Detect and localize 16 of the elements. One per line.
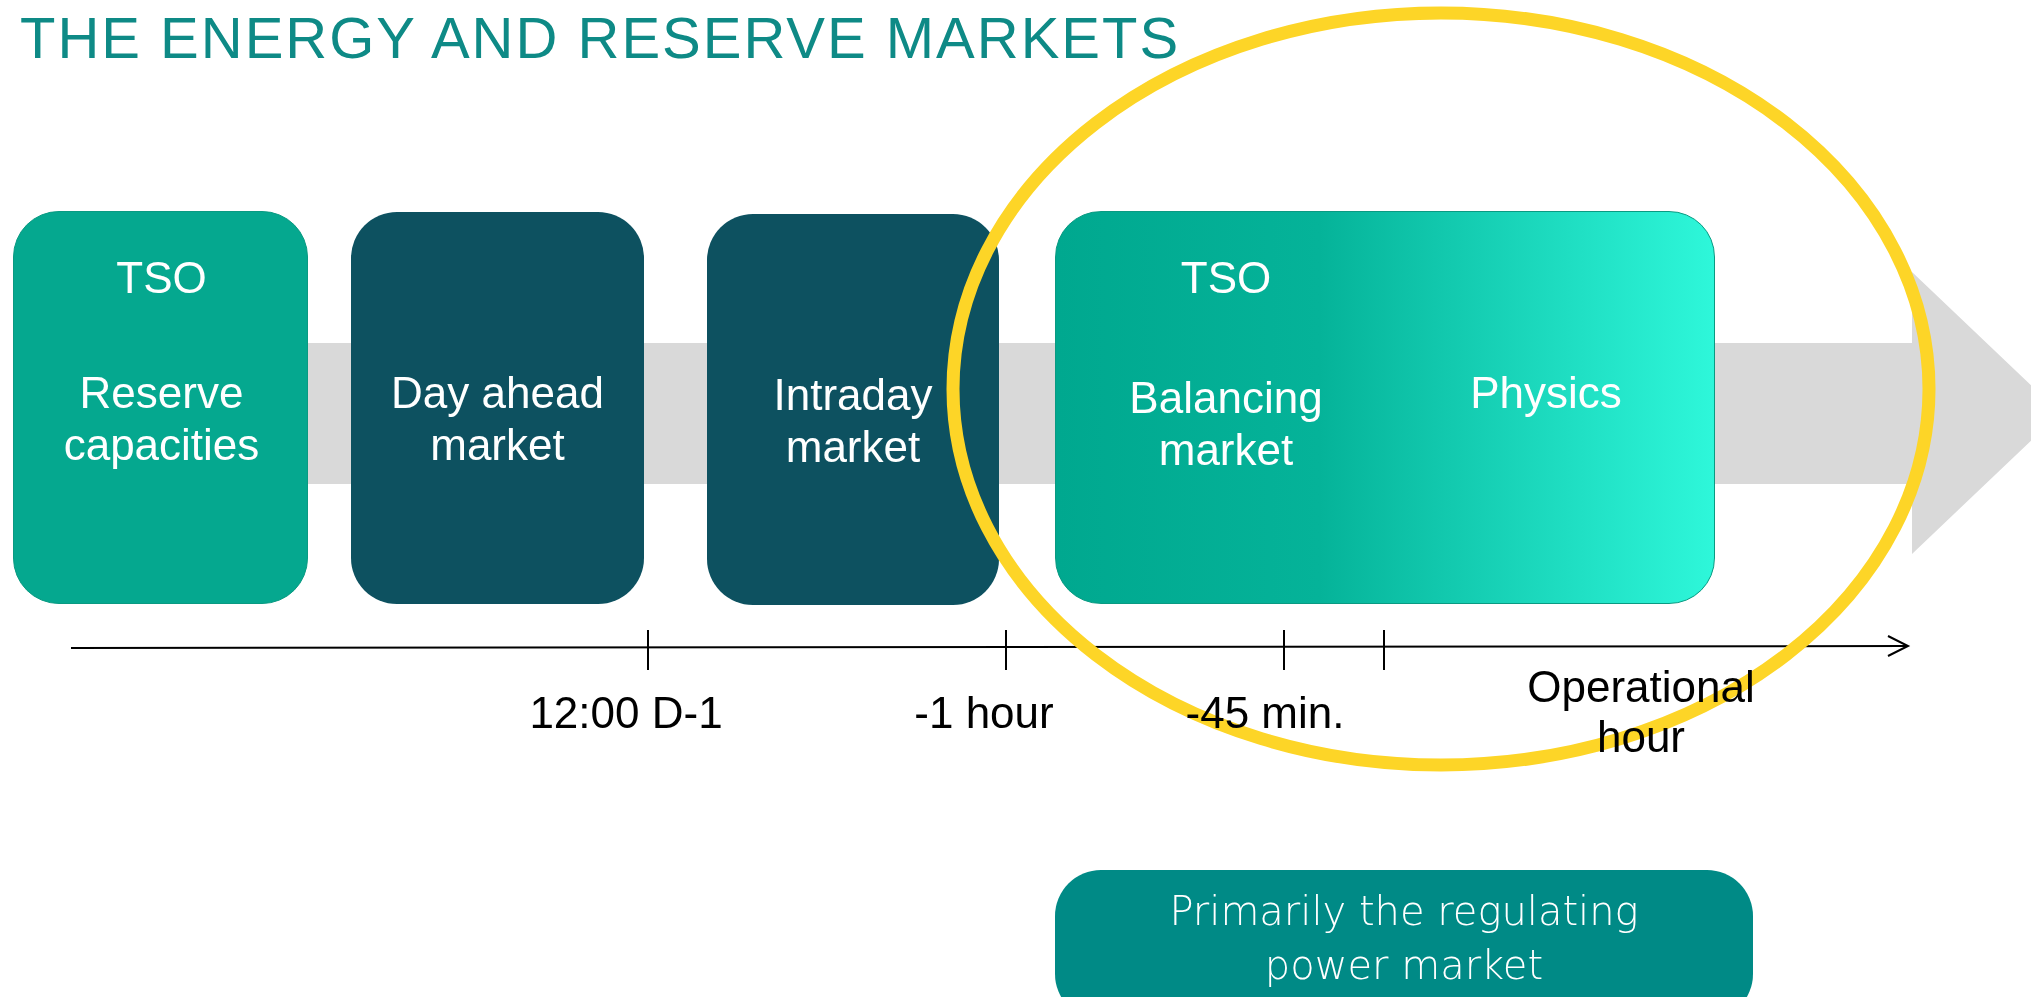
title: THE ENERGY AND RESERVE MARKETS [20,4,1181,71]
actor-label: TSO [115,252,208,304]
market-box [1055,211,1715,604]
time-label: -1 hour [913,688,1055,738]
market-label: Primarily the regulating power market [1168,887,1640,990]
market-label: Intraday market [772,369,934,473]
market-label: Reserve capacities [62,367,261,471]
market-label: Balancing market [1128,372,1324,476]
market-box [13,211,308,604]
time-label: 12:00 D-1 [528,688,724,738]
market-label: Physics [1469,367,1623,419]
market-box [351,212,644,604]
note-box [1055,870,1753,997]
market-box [707,214,999,605]
market-label: Day ahead market [390,367,605,471]
actor-label: TSO [1179,252,1273,304]
